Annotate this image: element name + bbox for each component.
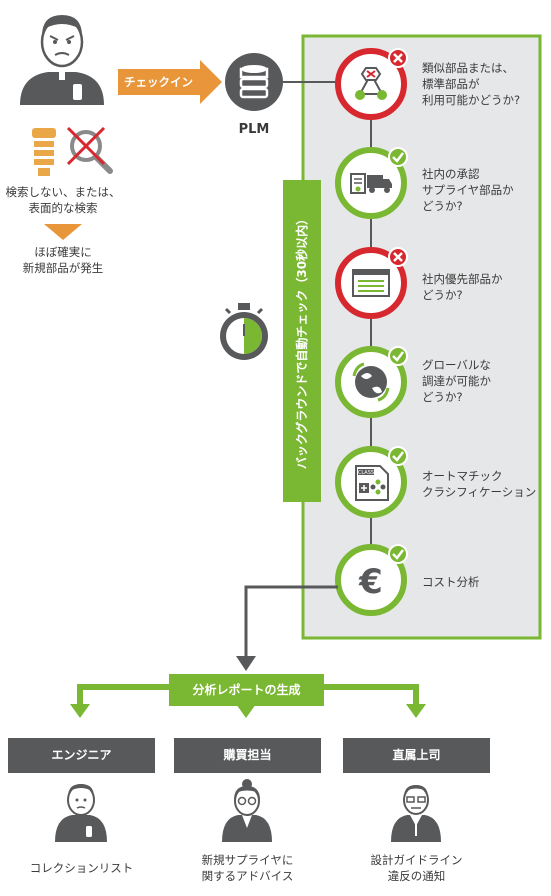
role-description-engineer: コレクションリスト <box>29 861 134 875</box>
report-label: 分析レポートの生成 <box>192 683 301 697</box>
buyer-avatar-icon <box>222 779 272 842</box>
check-item-preferred-parts <box>335 247 407 319</box>
database-icon <box>225 53 283 111</box>
check-label-similar-parts: 類似部品または、 標準部品が 利用可能かどうか? <box>422 61 521 107</box>
checkin-label: チェックイン <box>124 75 193 89</box>
role-title-engineer: エンジニア <box>51 748 112 762</box>
report-arrow-head <box>236 656 256 671</box>
pass-badge <box>388 147 408 167</box>
check-item-similar-parts <box>335 48 407 120</box>
new-part-consequence: ほぼ確実に 新規部品が発生 <box>22 245 104 275</box>
report-banner <box>169 674 324 706</box>
class-document-icon: CLASS <box>355 465 389 501</box>
bolt-icon <box>32 128 56 176</box>
role-bar-buyer <box>174 738 321 773</box>
plm-label: PLM <box>238 122 270 137</box>
check-item-cost-analysis: € <box>335 544 407 616</box>
background-check-label: バックグラウンドで自動チェック（30秒以内） <box>295 212 309 470</box>
role-description-buyer: 新規サプライヤに 関するアドバイス <box>201 853 294 883</box>
globe-icon <box>352 362 390 402</box>
check-label-auto-classification: オートマチック クラシフィケーション <box>422 469 537 499</box>
distribution-bar-left <box>77 684 83 704</box>
background-check-banner <box>283 180 321 502</box>
worried-engineer-icon <box>20 15 104 105</box>
pass-badge <box>388 346 408 366</box>
fail-badge <box>388 48 408 68</box>
check-panel <box>301 34 542 640</box>
manager-avatar-icon <box>391 785 441 842</box>
check-label-preferred-parts: 社内優先部品か どうか? <box>422 272 503 302</box>
role-bar-engineer <box>8 738 155 773</box>
role-title-manager: 直属上司 <box>392 748 441 762</box>
truck-certificate-icon <box>350 173 392 194</box>
molecule-icon <box>355 67 387 100</box>
distribution-bar-right <box>413 684 419 704</box>
search-description: 検索しない、または、 表面的な検索 <box>5 185 121 215</box>
euro-icon: € <box>358 562 383 602</box>
svg-text:CLASS: CLASS <box>358 470 374 476</box>
check-item-global-sourcing <box>335 346 407 418</box>
browser-window-icon <box>352 269 390 297</box>
check-label-approved-supplier: 社内の承認 サプライヤ部品か どうか? <box>422 167 514 213</box>
check-label-global-sourcing: グローバルな 調達が可能か どうか? <box>422 358 491 404</box>
report-connector <box>244 585 338 656</box>
check-item-approved-supplier <box>335 147 407 219</box>
check-label-cost-analysis: コスト分析 <box>422 575 480 589</box>
engineer-down-arrow <box>70 704 90 718</box>
fail-badge <box>388 247 408 267</box>
checkin-arrow <box>118 60 222 104</box>
buyer-down-arrow <box>236 704 256 718</box>
role-description-manager: 設計ガイドライン 違反の通知 <box>370 853 463 883</box>
check-item-auto-classification: CLASS <box>335 446 407 518</box>
manager-down-arrow <box>406 704 426 718</box>
crossed-magnifier-icon <box>66 126 113 174</box>
role-title-buyer: 購買担当 <box>223 748 272 762</box>
pass-badge <box>388 544 408 564</box>
stopwatch-icon <box>220 303 268 360</box>
role-bar-manager <box>343 738 490 773</box>
engineer-avatar-icon <box>55 784 107 842</box>
result-arrow <box>44 224 82 240</box>
pass-badge <box>388 446 408 466</box>
